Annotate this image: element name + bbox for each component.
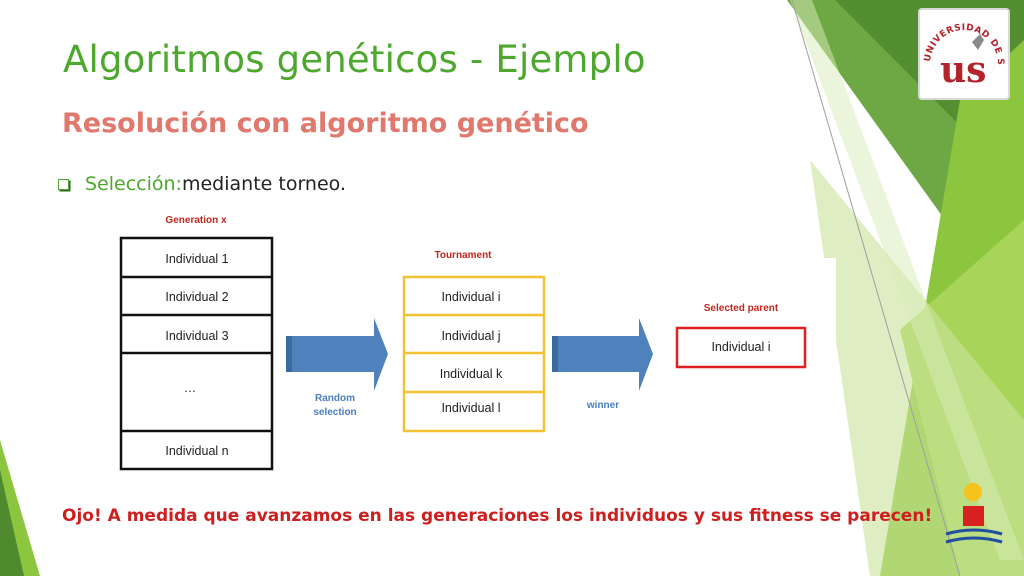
generation-cell: Individual 3 xyxy=(165,329,229,343)
random-selection-label-line1: Random xyxy=(314,393,355,404)
page-subtitle: Resolución con algoritmo genético xyxy=(62,108,589,139)
tournament-table xyxy=(402,275,546,433)
page-title: Algoritmos genéticos - Ejemplo xyxy=(63,38,646,81)
selected-parent-cell: Individual i xyxy=(711,340,771,354)
generation-label: Generation x xyxy=(165,215,227,226)
footer-note: Ojo! A medida que avanzamos en las gener… xyxy=(62,506,933,526)
tournament-cell: Individual l xyxy=(441,401,501,415)
winner-arrow xyxy=(552,318,653,391)
generation-cell: Individual 1 xyxy=(165,252,229,266)
logo-letters: us xyxy=(940,49,986,91)
random-selection-arrow xyxy=(286,318,388,391)
university-seal-icon: UNIVERSIDAD DE SEVILLA us xyxy=(916,3,1004,91)
region-emblem-icon xyxy=(945,483,1003,544)
generation-cell: Individual n xyxy=(165,444,229,458)
bullet-keyword: Selección: xyxy=(85,173,182,195)
tournament-cell: Individual j xyxy=(441,329,501,343)
bullet-item: Selección: mediante torneo. xyxy=(58,173,346,195)
bullet-text: mediante torneo. xyxy=(181,173,346,195)
generation-cell-ellipsis: … xyxy=(183,381,197,395)
winner-label: winner xyxy=(586,400,620,411)
tournament-cell: Individual k xyxy=(439,367,503,381)
tournament-label: Tournament xyxy=(434,250,492,261)
generation-table xyxy=(119,236,274,471)
random-selection-label: Random selection xyxy=(313,392,356,420)
random-selection-label-line2: selection xyxy=(313,407,357,418)
bullet-square-icon xyxy=(58,178,69,190)
university-logo: UNIVERSIDAD DE SEVILLA us xyxy=(916,3,1010,100)
tournament-cell: Individual i xyxy=(441,290,501,304)
selected-parent-box xyxy=(675,326,807,369)
generation-cell: Individual 2 xyxy=(165,290,229,304)
selected-parent-label: Selected parent xyxy=(703,303,779,314)
